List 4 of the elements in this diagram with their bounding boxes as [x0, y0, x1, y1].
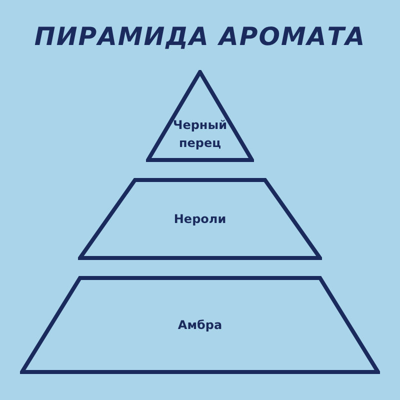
tier-label: Черный перец	[172, 117, 228, 152]
tier-label: Амбра	[178, 317, 222, 334]
title: ПИРАМИДА АРОМАТА	[34, 22, 366, 51]
tier-label: Нероли	[174, 211, 226, 228]
